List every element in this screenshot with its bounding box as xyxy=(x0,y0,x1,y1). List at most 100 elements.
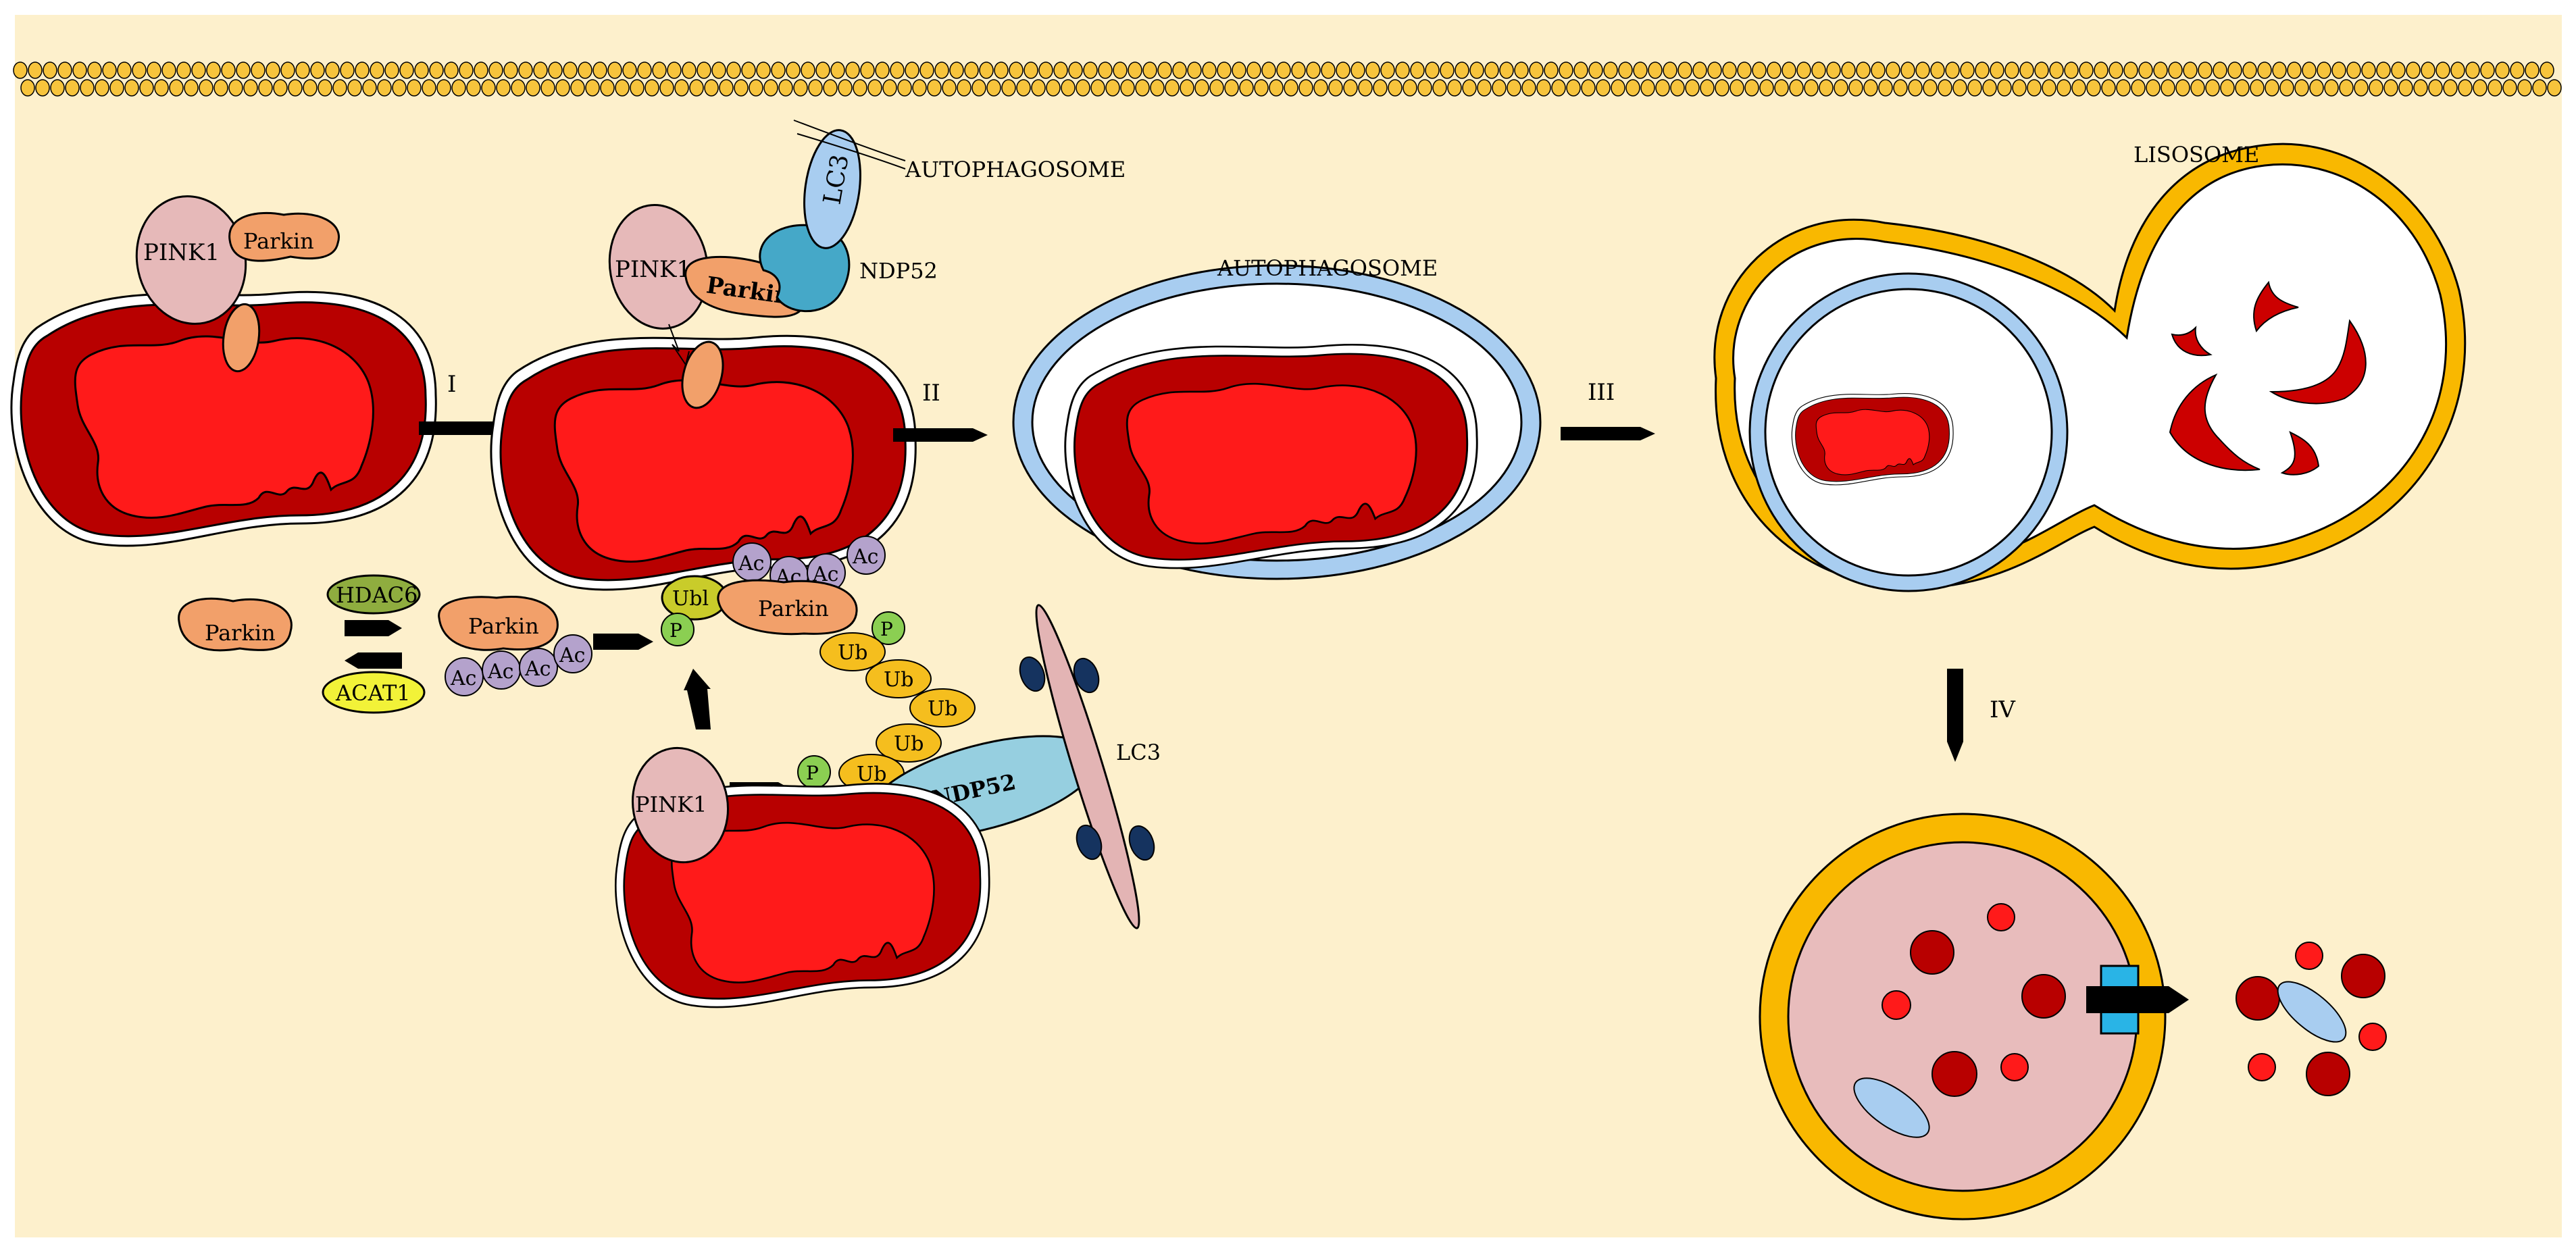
lipid-head xyxy=(1834,79,1848,97)
phospho-group-ubl xyxy=(661,613,694,646)
parkin-protein-free xyxy=(178,597,293,652)
lipid-head xyxy=(994,61,1009,79)
lipid-head xyxy=(2458,79,2473,97)
content-dark-2 xyxy=(2021,974,2066,1019)
mitochondrion-1 xyxy=(10,290,437,547)
lipid-head xyxy=(57,61,72,79)
phospho-label-chain: P xyxy=(880,618,893,640)
lipid-head xyxy=(637,61,652,79)
parkin-acetylated-label: Parkin xyxy=(468,613,539,639)
lipid-head xyxy=(533,61,548,79)
lipid-head xyxy=(1744,79,1759,97)
lipid-head xyxy=(1120,79,1135,97)
lipid-head xyxy=(340,61,355,79)
lipid-head xyxy=(1997,79,2012,97)
fragment-2 xyxy=(2171,326,2213,357)
ubiquitin xyxy=(865,659,932,698)
ubiquitin xyxy=(909,688,976,727)
lipid-head xyxy=(243,79,258,97)
lipid-head xyxy=(526,79,540,97)
lipid-head xyxy=(1945,61,1960,79)
lipid-head xyxy=(1484,61,1499,79)
lipid-head xyxy=(2198,61,2213,79)
lipid-head xyxy=(986,79,1001,97)
lipid-head xyxy=(853,79,867,97)
lipid-head xyxy=(459,61,474,79)
lipid-head xyxy=(749,79,763,97)
lipid-head xyxy=(474,61,488,79)
lipid-head xyxy=(117,61,132,79)
lipid-head xyxy=(2346,61,2361,79)
acetyl-group xyxy=(519,648,558,687)
lipid-head xyxy=(2324,79,2339,97)
lipid-head xyxy=(697,61,711,79)
lipid-head xyxy=(2510,61,2525,79)
lipid-head xyxy=(2012,79,2027,97)
arrow-up-to-ubl xyxy=(684,669,711,729)
lipid-head xyxy=(555,79,570,97)
lipid-head xyxy=(741,61,756,79)
lipid-head xyxy=(563,61,578,79)
lipid-head xyxy=(1767,61,1782,79)
mitochondrion-3 xyxy=(1064,343,1478,569)
lipid-head xyxy=(1217,61,1232,79)
lipid-head xyxy=(1878,79,1893,97)
acetyl-label: Ac xyxy=(487,660,513,684)
lipid-head xyxy=(1053,61,1068,79)
lipid-head xyxy=(1440,61,1455,79)
acetyl-label: Ac xyxy=(852,545,878,569)
released-small-3 xyxy=(2248,1053,2276,1081)
lipid-head xyxy=(1462,79,1477,97)
lipid-head xyxy=(1514,61,1529,79)
lipid-head xyxy=(1841,61,1856,79)
lipid-head xyxy=(139,79,154,97)
ndp52-label-top: NDP52 xyxy=(859,258,938,284)
lipid-head xyxy=(444,61,459,79)
lipid-head xyxy=(1469,61,1484,79)
content-small-3 xyxy=(2000,1053,2029,1081)
lipid-head xyxy=(13,61,28,79)
parkin-protein-1 xyxy=(228,211,340,262)
lipid-head xyxy=(2227,61,2242,79)
content-vesicle-1 xyxy=(1853,1077,1930,1138)
lipid-head xyxy=(399,61,414,79)
lipid-head xyxy=(1284,79,1298,97)
lipid-head xyxy=(2146,79,2161,97)
lipid-head xyxy=(1655,79,1670,97)
lipid-head xyxy=(2086,79,2101,97)
lc3-dot xyxy=(1128,825,1155,861)
lipid-head xyxy=(2391,61,2406,79)
lipid-head xyxy=(1009,61,1024,79)
lipid-head xyxy=(1261,61,1276,79)
lipid-head xyxy=(1031,79,1046,97)
lipid-head xyxy=(949,61,964,79)
lipid-head xyxy=(1551,79,1566,97)
lipid-head xyxy=(362,79,377,97)
lipid-head xyxy=(1915,61,1930,79)
plasma-membrane xyxy=(13,61,2562,97)
lipid-head xyxy=(2168,61,2183,79)
lipid-head xyxy=(1298,79,1313,97)
lipid-head xyxy=(2257,61,2272,79)
lipid-head xyxy=(295,61,310,79)
lipid-head xyxy=(2161,79,2175,97)
lipid-head xyxy=(1180,79,1194,97)
lipid-head xyxy=(875,61,890,79)
lipid-head xyxy=(1358,79,1373,97)
lipid-head xyxy=(1603,61,1618,79)
lipid-head xyxy=(1663,61,1677,79)
lipid-head xyxy=(414,61,429,79)
export-arrow xyxy=(2086,986,2189,1013)
lipid-head xyxy=(109,79,124,97)
lipid-head xyxy=(1908,79,1923,97)
lipid-head xyxy=(600,79,615,97)
lipid-head xyxy=(1024,61,1038,79)
arrow-step-ii xyxy=(893,428,988,442)
lipid-head xyxy=(1276,61,1291,79)
released-small-2 xyxy=(2358,1023,2387,1051)
lipid-head xyxy=(1752,61,1767,79)
lipid-head xyxy=(65,79,80,97)
lipid-head xyxy=(763,79,778,97)
lipid-head xyxy=(2004,61,2019,79)
lipid-head xyxy=(236,61,251,79)
